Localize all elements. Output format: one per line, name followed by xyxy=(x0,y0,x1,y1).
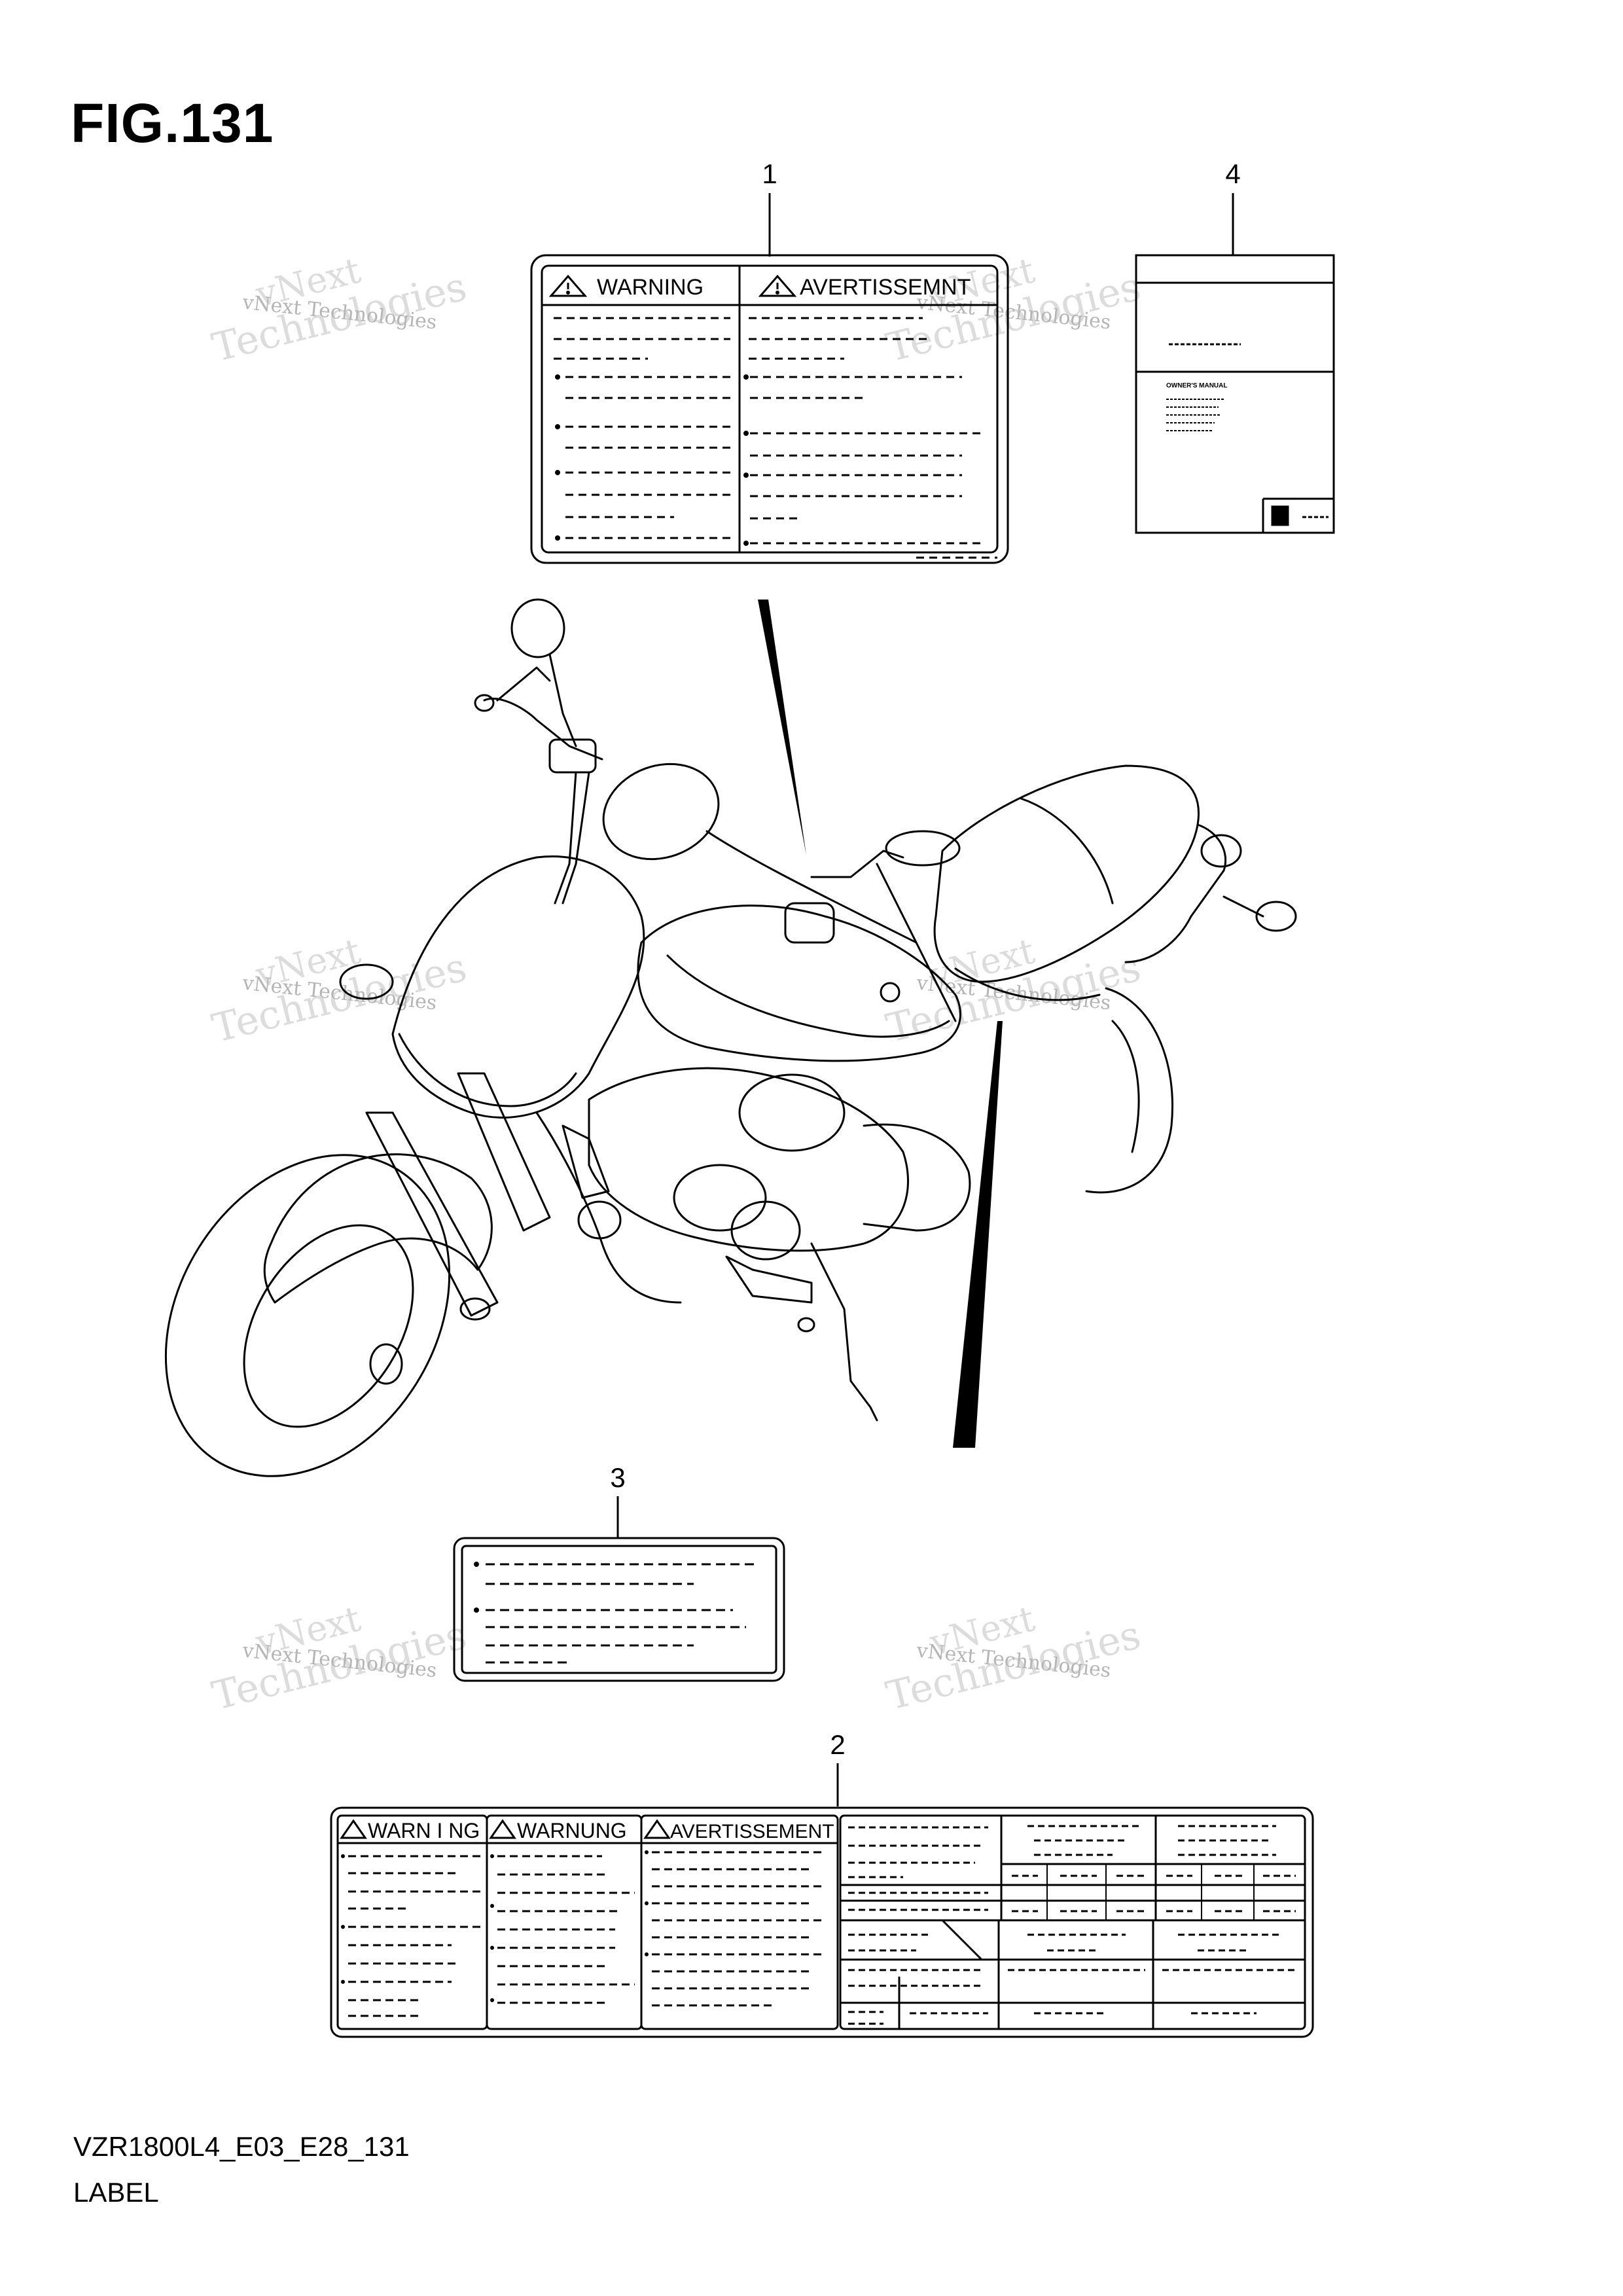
engine-side-cover xyxy=(730,1200,801,1261)
front-axle-nut xyxy=(459,1297,491,1321)
rear-rim xyxy=(1111,1020,1140,1153)
left-mirror xyxy=(510,598,565,658)
turn-signal-stem xyxy=(1222,895,1264,918)
warning-triangle-icon xyxy=(340,1819,367,1839)
spec-table-diagonal xyxy=(941,1919,983,1961)
label-3-inner-border xyxy=(461,1545,777,1674)
pointer-wedge-2 xyxy=(953,1021,1003,1448)
label-2-heading-german: WARNUNG xyxy=(517,1819,627,1842)
tail-light xyxy=(1200,834,1242,868)
label-4-heading: OWNER'S MANUAL xyxy=(1166,382,1227,389)
handlebar-crossbar xyxy=(705,830,918,944)
figure-name: LABEL xyxy=(73,2177,159,2208)
rear-tire xyxy=(1085,987,1173,1194)
label-2-heading-english: WARN I NG xyxy=(368,1819,480,1842)
left-switch-housing xyxy=(548,738,597,774)
front-turn-signal-left xyxy=(339,963,394,1000)
label-2-heading-french: AVERTISSEMENT xyxy=(670,1821,834,1842)
headlight-cowl xyxy=(391,855,645,1119)
front-rim xyxy=(243,1224,414,1428)
lower-frame xyxy=(535,1111,682,1304)
label-2-panel-french xyxy=(640,1814,839,2030)
label-1-outer-border xyxy=(530,254,1009,564)
engine-cylinder-head xyxy=(738,1073,846,1152)
right-mirror-stem xyxy=(876,863,957,1022)
headlight-lower-edge xyxy=(398,1033,577,1107)
rear-turn-signal xyxy=(1255,901,1297,932)
tank-contour xyxy=(666,954,950,1038)
right-lever xyxy=(810,850,904,878)
engine-block xyxy=(588,1067,909,1252)
callout-number-1[interactable]: 1 xyxy=(762,158,777,189)
figure-code: VZR1800L4_E03_E28_131 xyxy=(73,2131,410,2162)
label-2-spec-table xyxy=(839,1814,1306,2030)
label-4-text-lines xyxy=(1166,399,1224,431)
label-3[interactable] xyxy=(453,1537,785,1682)
label-1-bullets-left xyxy=(555,374,560,541)
fork-right xyxy=(457,1072,551,1232)
rear-cowl xyxy=(1124,823,1227,963)
front-turn-signal xyxy=(577,1200,622,1240)
label-3-outer-border xyxy=(453,1537,785,1682)
label-1-inner-border xyxy=(541,264,999,554)
front-tire xyxy=(164,1154,451,1477)
fuel-tank xyxy=(637,905,961,1062)
warning-triangle-icon xyxy=(548,274,588,297)
right-bar-end xyxy=(880,982,901,1003)
label-3-text-lines xyxy=(486,1563,759,1664)
label-2-bullets xyxy=(341,1850,649,2002)
label-2-text-lines-left xyxy=(348,1855,483,2017)
fork-left xyxy=(365,1111,499,1317)
footpeg xyxy=(725,1255,813,1304)
radiator xyxy=(562,1124,610,1199)
label-1-text-lines-left xyxy=(554,317,730,539)
label-2-multilingual[interactable]: WARN I NG WARNUNG AVERTISSEMENT xyxy=(330,1806,1314,2038)
cable-line xyxy=(554,771,577,905)
label-1-warning[interactable]: WARNING AVERTISSEMNT xyxy=(530,254,1009,564)
spec-table-text-lines xyxy=(848,1825,1296,2025)
kickstand xyxy=(810,1242,878,1422)
label-2-text-lines-middle xyxy=(497,1855,635,2004)
spec-table-small-cells xyxy=(1046,1864,1255,1920)
warning-triangle-icon xyxy=(489,1819,516,1839)
callout-number-4[interactable]: 4 xyxy=(1225,158,1240,189)
pointer-wedge-1 xyxy=(758,600,806,855)
label-1-bullets-right xyxy=(743,374,749,546)
callout-number-3[interactable]: 3 xyxy=(610,1462,625,1493)
engine-cover xyxy=(673,1164,767,1232)
warning-triangle-icon xyxy=(643,1819,671,1839)
left-mirror-stem xyxy=(548,653,577,747)
left-bar-end xyxy=(474,694,495,712)
motorcycle-illustration xyxy=(164,598,1297,1477)
label-1-text-lines-right xyxy=(749,317,997,559)
label-2-panel-german xyxy=(486,1814,643,2030)
label-2-panel-english xyxy=(336,1814,488,2030)
logo-icon xyxy=(1271,505,1289,526)
exhaust-pipe xyxy=(863,1123,971,1232)
right-mirror xyxy=(885,830,961,867)
warning-triangle-icon xyxy=(758,274,797,297)
seat-lower-edge xyxy=(954,967,1101,1001)
right-switch-housing xyxy=(784,902,835,944)
figure-title: FIG.131 xyxy=(71,92,274,154)
left-handlebar xyxy=(483,697,603,761)
front-hub xyxy=(369,1343,403,1385)
callout-number-2[interactable]: 2 xyxy=(830,1729,845,1760)
rider-seat xyxy=(933,764,1200,983)
seat-seam xyxy=(1020,797,1114,905)
front-fender xyxy=(263,1153,493,1304)
label-3-bullets xyxy=(474,1562,479,1613)
left-lever xyxy=(496,666,551,702)
label-4-border xyxy=(1135,254,1335,534)
shifter-knob xyxy=(797,1317,815,1333)
label-2-text-lines-right xyxy=(652,1851,825,2007)
label-1-heading-warning: WARNING xyxy=(597,275,704,300)
label-2-outer-border xyxy=(330,1806,1314,2038)
front-light xyxy=(602,762,720,861)
brake-line xyxy=(562,771,590,905)
label-4-manual[interactable]: OWNER'S MANUAL xyxy=(1135,254,1335,534)
label-1-heading-avertissemnt: AVERTISSEMNT xyxy=(800,275,971,300)
